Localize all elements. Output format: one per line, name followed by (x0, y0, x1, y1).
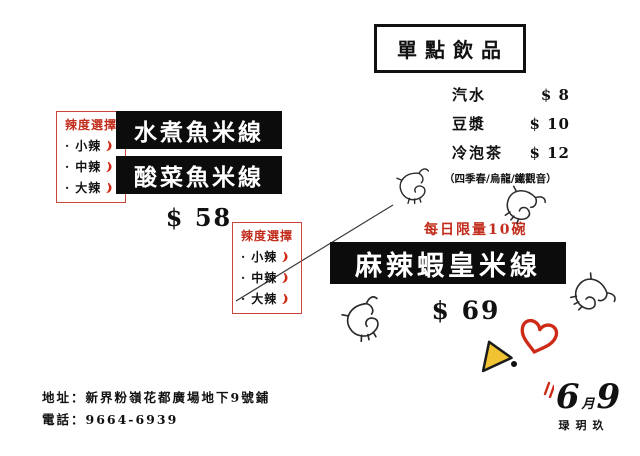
drink-price: $ 8 (540, 86, 570, 104)
chili-icon (104, 161, 113, 173)
chili-icon (104, 140, 113, 152)
drinks-title: 單點飲品 (397, 38, 509, 62)
dot-doodle (511, 361, 517, 367)
dish-price-right: $ 69 (431, 296, 501, 325)
spice-option: 大辣 (241, 290, 293, 307)
logo-digit-9: 9 (596, 377, 621, 417)
spice-selector-right: 辣度選擇 小辣 中辣 大辣 (232, 222, 303, 314)
chili-icon (280, 272, 289, 284)
spice-option: 中辣 (65, 158, 117, 175)
drink-name: 豆漿 (452, 115, 487, 133)
spice-option: 小辣 (241, 248, 293, 265)
brand-logo-digits: 6 月 9 (536, 380, 626, 414)
triangle-doodle (481, 340, 513, 373)
drink-name: 汽水 (452, 86, 487, 104)
dish-banner: 麻辣蝦皇米線 (330, 242, 566, 284)
brand-name-text: 琭玥玖 (558, 419, 610, 432)
spice-selector-left: 辣度選擇 小辣 中辣 大辣 (56, 111, 127, 203)
shrimp-doodle (387, 161, 440, 214)
chili-icon (280, 293, 289, 305)
drink-row: 冷泡茶 $ 12 (452, 142, 570, 163)
spice-option-label: 小辣 (75, 139, 102, 153)
drink-price: $ 10 (529, 115, 570, 133)
logo-accent-strokes-icon (543, 381, 554, 398)
drinks-list: 汽水 $ 8 豆漿 $ 10 冷泡茶 $ 12 （四季春/烏龍/鐵觀音） (444, 84, 570, 186)
drink-row: 豆漿 $ 10 (452, 113, 570, 134)
chili-icon (104, 182, 113, 194)
drinks-title-box: 單點飲品 (374, 24, 526, 73)
logo-digit-6: 6 (555, 377, 580, 417)
shrimp-doodle (556, 260, 624, 328)
dish-price-left: $ 58 (165, 203, 233, 232)
tea-options-note: （四季春/烏龍/鐵觀音） (444, 173, 557, 185)
address-text: 地址：新界粉嶺花都廣場地下9號鋪 (42, 390, 271, 405)
spice-option: 大辣 (65, 179, 117, 196)
spice-option: 小辣 (65, 137, 117, 154)
chili-icon (280, 251, 289, 263)
dish-banner: 酸菜魚米線 (116, 156, 282, 194)
logo-month-char: 月 (581, 397, 595, 412)
daily-limit-note: 每日限量10碗 (424, 222, 528, 238)
dish-banner: 水煮魚米線 (116, 111, 282, 149)
spice-option: 中辣 (241, 269, 293, 286)
spice-option-label: 大辣 (75, 181, 102, 195)
spice-option-label: 小辣 (251, 250, 278, 264)
drink-name: 冷泡茶 (452, 144, 504, 162)
spice-label: 辣度選擇 (241, 229, 294, 243)
phone-text: 電話：9664-6939 (42, 412, 179, 427)
drink-price: $ 12 (529, 144, 570, 162)
spice-option-label: 大辣 (251, 292, 278, 306)
spice-label: 辣度選擇 (65, 118, 118, 132)
spice-option-label: 中辣 (75, 160, 102, 174)
spice-option-label: 中辣 (251, 271, 278, 285)
drink-row: 汽水 $ 8 (452, 84, 570, 105)
brand-logo: 6 月 9 琭玥玖 (536, 380, 626, 433)
